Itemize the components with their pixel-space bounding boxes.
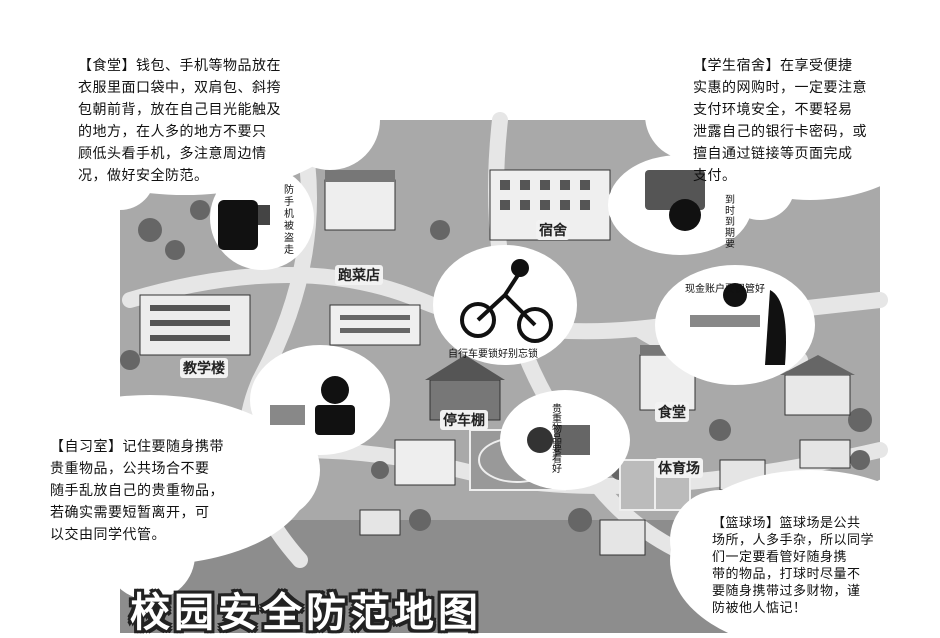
tip-line: 要随身携带过多财物，谨 bbox=[712, 584, 861, 599]
tip-line: 顾低头看手机，多注意周边情 bbox=[78, 146, 267, 162]
tip-line: 场所，人多手杂，所以同学 bbox=[712, 533, 875, 548]
note-court: 贵重物品要看好 bbox=[552, 404, 562, 475]
tip-line: 包朝前背，放在自己目光能触及 bbox=[78, 102, 281, 118]
bubble-study-room bbox=[250, 345, 390, 455]
tip-court: 【篮球场】篮球场是公共 场所，人多手杂，所以同学 们一定要看管好随身携 带的物品… bbox=[712, 515, 932, 617]
library-building bbox=[329, 304, 421, 346]
label-dorm: 宿舍 bbox=[536, 220, 570, 240]
bubble-bike-lock bbox=[433, 245, 577, 365]
bubble-dorm-computer bbox=[608, 155, 752, 255]
note-phone: 防手机被盗走 bbox=[284, 185, 294, 256]
tip-line: 随手乱放自己的贵重物品， bbox=[50, 483, 224, 499]
tip-line: 带的物品，打球时尽量不 bbox=[712, 567, 861, 582]
tip-line: 衣服里面口袋中，双肩包、斜挎 bbox=[78, 80, 281, 96]
tip-line: 支付环境安全，不要轻易 bbox=[693, 102, 853, 118]
label-canteen: 食堂 bbox=[655, 402, 689, 422]
cloud-dorm-tip bbox=[645, 10, 940, 220]
bubble-phone-theft bbox=[210, 166, 314, 270]
bubble-basketball bbox=[500, 390, 630, 490]
tip-line: 擅自通过链接等页面完成 bbox=[693, 146, 853, 162]
tip-line: 若确实需要短暂离开，可 bbox=[50, 505, 210, 521]
grocery-building bbox=[324, 170, 396, 231]
label-teaching: 教学楼 bbox=[180, 358, 228, 378]
hall-building bbox=[780, 355, 855, 416]
note-login: 到时到期要 bbox=[725, 195, 735, 250]
map-title: 校园安全防范地图 bbox=[130, 590, 482, 636]
trees bbox=[120, 200, 872, 532]
tip-line: 泄露自己的银行卡密码，或 bbox=[693, 124, 867, 140]
tip-line: 们一定要看管好随身携 bbox=[712, 550, 848, 565]
tip-line: 防被他人惦记！ bbox=[712, 601, 807, 616]
cloud-court-tip bbox=[670, 470, 940, 633]
tip-study-room: 【自习室】记住要随身携带 贵重物品，公共场合不要 随手乱放自己的贵重物品， 若确… bbox=[50, 436, 290, 546]
tip-line: 贵重物品，公共场合不要 bbox=[50, 461, 210, 477]
teaching-building bbox=[139, 294, 251, 356]
tip-line: 【篮球场】篮球场是公共 bbox=[712, 516, 861, 531]
tip-line: 【食堂】钱包、手机等物品放在 bbox=[78, 58, 281, 74]
note-bike: 自行车要锁好别忘锁 bbox=[448, 349, 538, 360]
tip-line: 以交由同学代管。 bbox=[50, 527, 166, 543]
tip-line: 实惠的网购时，一定要注意 bbox=[693, 80, 867, 96]
study-room-building bbox=[394, 439, 456, 486]
label-bike-shed: 停车棚 bbox=[440, 410, 488, 430]
cloud-canteen-tip bbox=[0, 15, 380, 215]
tip-line: 【学生宿舍】在享受便捷 bbox=[693, 58, 853, 74]
label-gym: 体育场 bbox=[655, 458, 703, 478]
tip-dorm: 【学生宿舍】在享受便捷 实惠的网购时，一定要注意 支付环境安全，不要轻易 泄露自… bbox=[693, 55, 928, 187]
tip-line: 的地方，在人多的地方不要只 bbox=[78, 124, 267, 140]
label-grocery: 跑菜店 bbox=[335, 265, 383, 285]
note-card: 现金账户要保管好 bbox=[685, 284, 765, 295]
bubble-bank-card bbox=[655, 265, 815, 385]
tip-line: 【自习室】记住要随身携带 bbox=[50, 439, 224, 455]
tip-line: 支付。 bbox=[693, 168, 737, 184]
tip-line: 况，做好安全防范。 bbox=[78, 168, 209, 184]
tip-canteen: 【食堂】钱包、手机等物品放在 衣服里面口袋中，双肩包、斜挎 包朝前背，放在自己目… bbox=[78, 55, 318, 187]
